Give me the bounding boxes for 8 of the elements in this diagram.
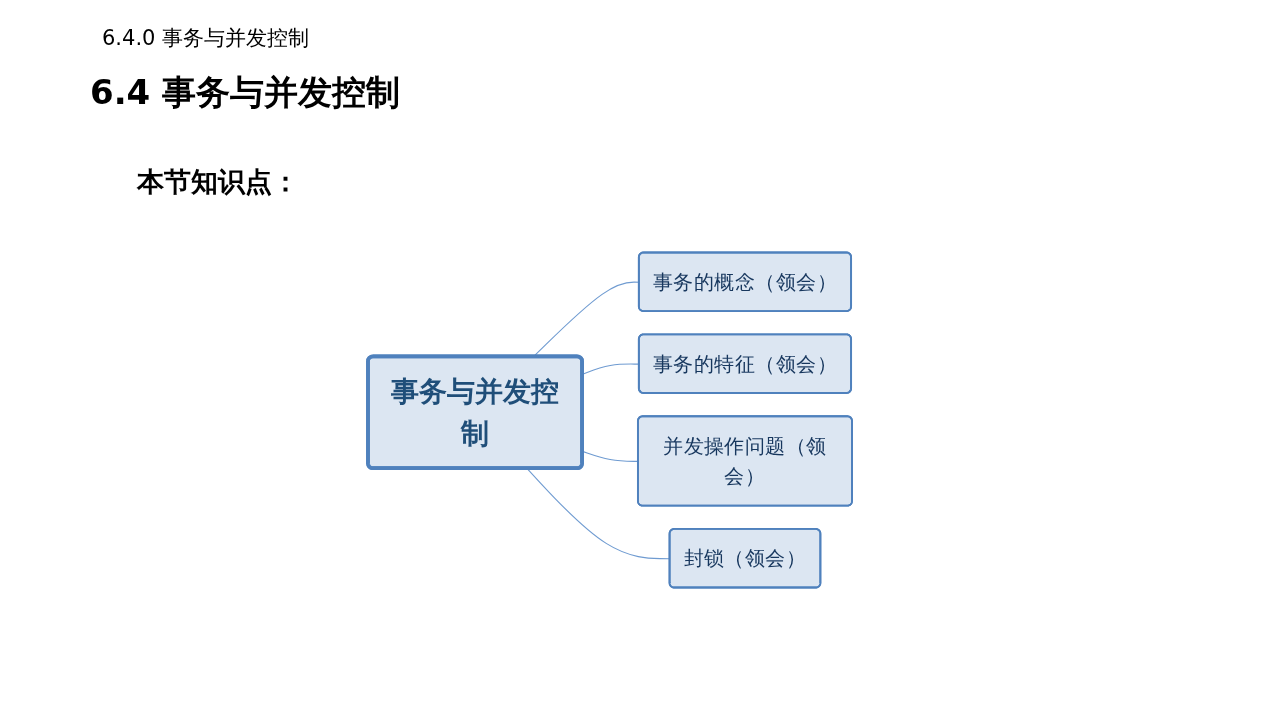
subtopic-box: 并发操作问题（领会） (637, 415, 853, 507)
subtopic-box: 事务的特征（领会） (637, 333, 852, 394)
subtopic-box: 封锁（领会） (668, 528, 822, 589)
header-text: 6.4.0 事务与并发控制 (102, 25, 310, 52)
subtopic-box: 事务的概念（领会） (637, 251, 852, 312)
central-topic-box: 事务与并发控制 (366, 354, 584, 471)
section-heading: 本节知识点： (137, 165, 299, 199)
slide-title: 6.4 事务与并发控制 (90, 71, 401, 114)
